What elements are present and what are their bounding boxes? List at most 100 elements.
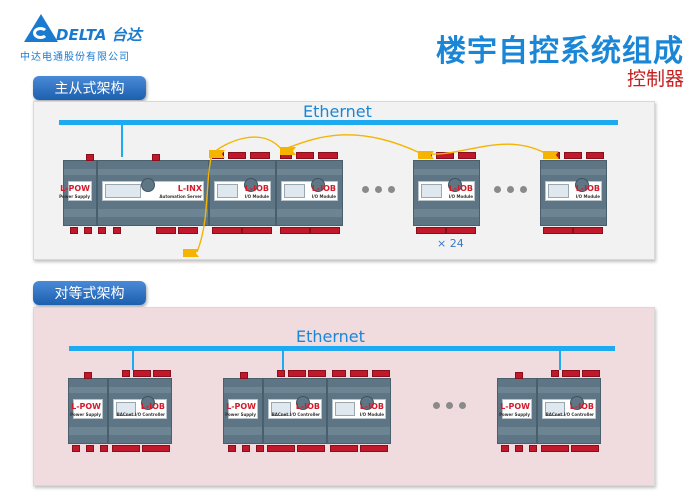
terminal-block <box>228 152 246 159</box>
module-description: I/O Module <box>448 194 473 199</box>
terminal-block <box>330 445 358 452</box>
terminal-block <box>529 445 537 452</box>
terminal-block <box>446 227 476 234</box>
terminal-block <box>72 445 80 452</box>
terminal-block <box>458 152 476 159</box>
module-description: Power Supply <box>70 412 101 417</box>
terminal-block <box>250 152 270 159</box>
bus-connector <box>183 249 199 257</box>
page-subtitle: 控制器 <box>626 68 684 90</box>
terminal-block <box>153 370 171 377</box>
terminal-block <box>277 370 285 377</box>
module-display <box>217 184 238 198</box>
module-display <box>105 184 141 198</box>
terminal-block <box>332 370 346 377</box>
module-description: Power Supply <box>499 412 530 417</box>
terminal-block <box>416 227 446 234</box>
terminal-block <box>122 370 130 377</box>
terminal-block <box>310 227 340 234</box>
rotary-switch-icon <box>311 178 325 192</box>
terminal-block <box>156 227 176 234</box>
module-name: L-IOB <box>359 402 384 411</box>
terminal-block <box>436 152 454 159</box>
terminal-block <box>152 154 160 161</box>
rotary-switch-icon <box>360 396 374 410</box>
module-name: L-POW <box>60 184 90 193</box>
terminal-block <box>84 372 92 379</box>
terminal-block <box>112 445 140 452</box>
module-display <box>545 402 565 416</box>
page-title: 楼宇自控系统组成 <box>436 34 684 69</box>
module-faceplate <box>228 399 258 419</box>
terminal-block <box>100 445 108 452</box>
rotary-switch-icon <box>575 178 589 192</box>
rotary-switch-icon <box>296 396 310 410</box>
module-description: Power Supply <box>225 412 256 417</box>
ethernet-label-1: Ethernet <box>303 102 372 121</box>
terminal-block <box>586 152 604 159</box>
terminal-block <box>360 445 388 452</box>
ethernet-drop <box>121 124 123 157</box>
module-description: BACnet I/O Controller <box>271 412 320 417</box>
terminal-block <box>297 445 325 452</box>
module-display <box>271 402 291 416</box>
terminal-block <box>242 445 250 452</box>
terminal-block <box>564 152 582 159</box>
bus-connector <box>209 150 225 158</box>
rotary-switch-icon <box>244 178 258 192</box>
module-name: L-POW <box>226 402 256 411</box>
module-name: L-IOB <box>575 184 600 193</box>
terminal-block <box>86 445 94 452</box>
terminal-block <box>573 227 603 234</box>
rotary-switch-icon <box>141 396 155 410</box>
module-name: L-INX <box>177 184 202 193</box>
terminal-block <box>280 227 310 234</box>
ethernet-drop <box>132 350 134 370</box>
terminal-block <box>84 227 92 234</box>
terminal-block <box>288 370 306 377</box>
terminal-block <box>541 445 569 452</box>
ethernet-drop <box>559 350 561 370</box>
module-display <box>548 184 569 198</box>
module-description: Automation Server <box>159 194 202 199</box>
terminal-block <box>267 445 295 452</box>
module-name: L-IOB <box>140 402 165 411</box>
terminal-block <box>551 370 559 377</box>
terminal-block <box>113 227 121 234</box>
terminal-block <box>142 445 170 452</box>
module-description: I/O Module <box>244 194 269 199</box>
module-name: L-POW <box>71 402 101 411</box>
module-display <box>421 184 442 198</box>
module-description: I/O Module <box>359 412 384 417</box>
rotary-switch-icon <box>141 178 155 192</box>
terminal-block <box>212 227 242 234</box>
terminal-block <box>308 370 326 377</box>
module-count: × 24 <box>437 237 464 250</box>
terminal-block <box>318 152 338 159</box>
bus-connector <box>418 151 434 159</box>
module-description: I/O Module <box>575 194 600 199</box>
ellipsis-icon <box>433 402 466 409</box>
rotary-switch-icon <box>570 396 584 410</box>
terminal-block <box>543 227 573 234</box>
module-name: L-IOB <box>244 184 269 193</box>
terminal-block <box>98 227 106 234</box>
module-faceplate <box>73 399 103 419</box>
module-name: L-IOB <box>569 402 594 411</box>
ellipsis-icon <box>362 186 395 193</box>
terminal-block <box>501 445 509 452</box>
module-name: L-IOB <box>295 402 320 411</box>
terminal-block <box>515 445 523 452</box>
